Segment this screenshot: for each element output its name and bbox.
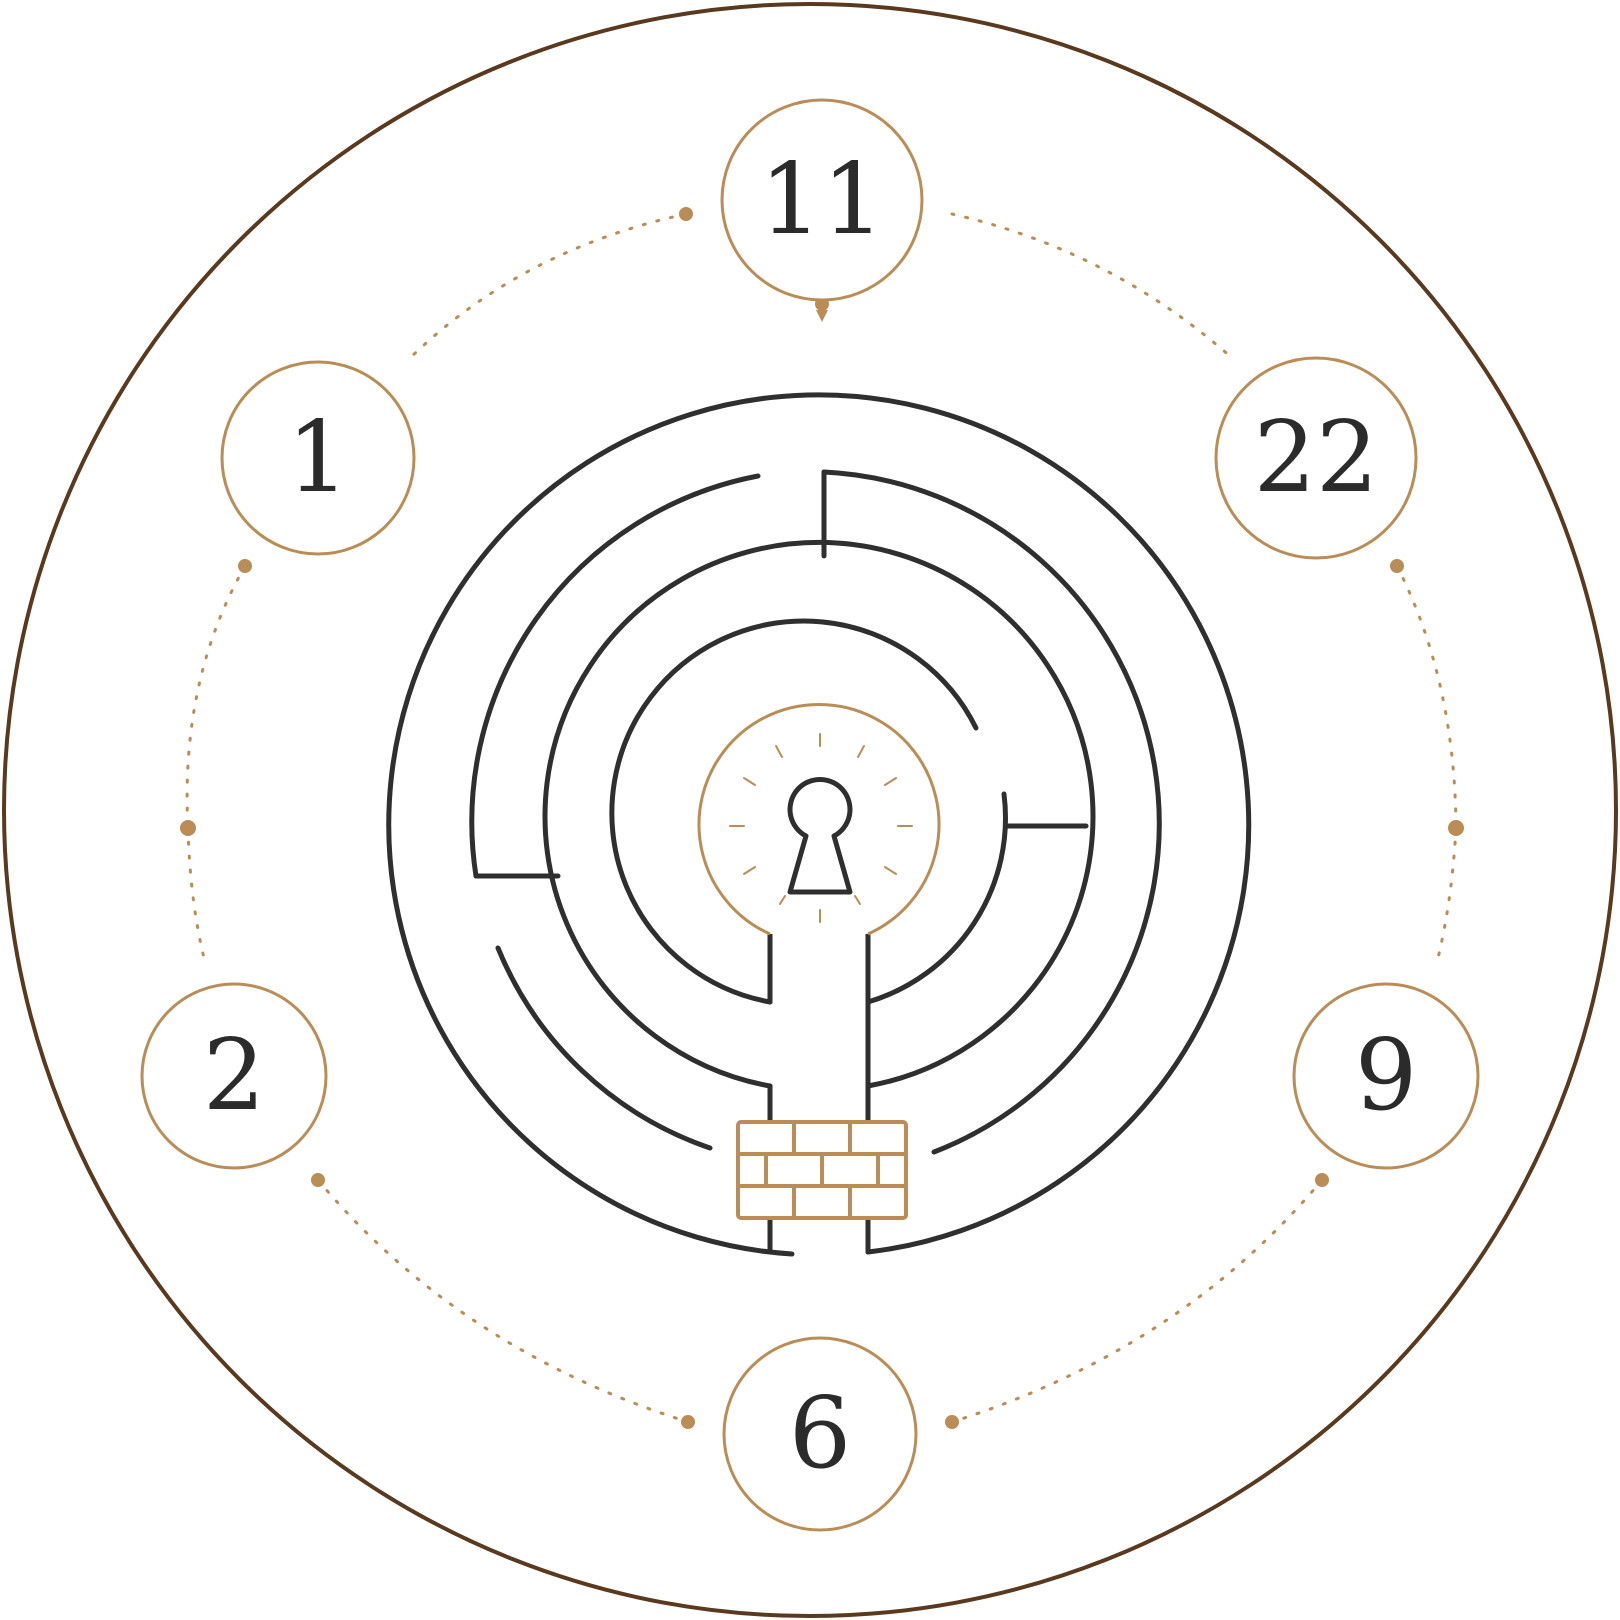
keyhole-icon <box>787 777 853 895</box>
maze-ring-inner-right <box>865 791 1008 1005</box>
glow-ray <box>743 866 756 875</box>
brick-wall-icon[interactable] <box>736 1120 908 1220</box>
ring-dot <box>681 1415 695 1429</box>
glow-ray <box>857 745 865 758</box>
node-bottom-left[interactable]: 2 <box>140 982 328 1170</box>
node-bottom[interactable]: 6 <box>722 1336 918 1532</box>
node-top-right[interactable]: 22 <box>1214 356 1418 560</box>
maze-ring-inner <box>609 618 979 1005</box>
node-number: 11 <box>760 143 885 257</box>
center-target[interactable] <box>697 702 941 936</box>
node-circle <box>220 360 416 556</box>
maze-ring-3 <box>542 539 1096 1089</box>
node-circle <box>720 98 924 302</box>
ring-dot <box>1390 559 1404 573</box>
glow-ray <box>854 895 861 905</box>
pointer-tip <box>816 310 828 322</box>
dotted-arc-left-lower <box>186 826 206 960</box>
glow-ray <box>779 895 786 905</box>
node-circle <box>1292 982 1480 1170</box>
glow-ray <box>743 777 756 786</box>
node-circle <box>140 982 328 1170</box>
dotted-arc-top-right <box>950 212 1234 360</box>
ring-dot <box>180 820 196 836</box>
maze-ring-2-left-lower <box>495 945 713 1151</box>
node-circle <box>1214 356 1418 560</box>
ring-dot <box>311 1173 325 1187</box>
glow-ray <box>884 866 897 875</box>
ring-dot <box>679 207 693 221</box>
node-number: 1 <box>287 401 349 515</box>
maze <box>386 392 1252 1257</box>
node-number: 22 <box>1254 401 1379 515</box>
maze-ring-2-right <box>821 469 1162 1155</box>
node-number: 6 <box>789 1377 851 1491</box>
node-circle <box>722 1336 918 1532</box>
maze-ring-outer <box>386 392 1252 1257</box>
ring-dot <box>238 559 252 573</box>
node-bottom-right[interactable]: 9 <box>1292 982 1480 1170</box>
dotted-arc-right-lower <box>1436 826 1458 960</box>
ring-dot <box>1448 820 1464 836</box>
glow-rays <box>729 733 913 923</box>
node-number: 2 <box>203 1019 265 1133</box>
ring-dot <box>945 1415 959 1429</box>
glow-ray <box>884 777 897 786</box>
dotted-arc-top-left <box>406 212 688 362</box>
ring-dots <box>180 207 1464 1429</box>
node-top-left[interactable]: 1 <box>220 360 416 556</box>
node-top[interactable]: 11 <box>720 98 924 302</box>
dotted-ring <box>185 212 1458 1424</box>
glow-ray <box>775 745 783 758</box>
node-number: 9 <box>1355 1019 1417 1133</box>
ring-dot <box>1315 1173 1329 1187</box>
maze-ring-2-left-upper <box>469 473 761 879</box>
